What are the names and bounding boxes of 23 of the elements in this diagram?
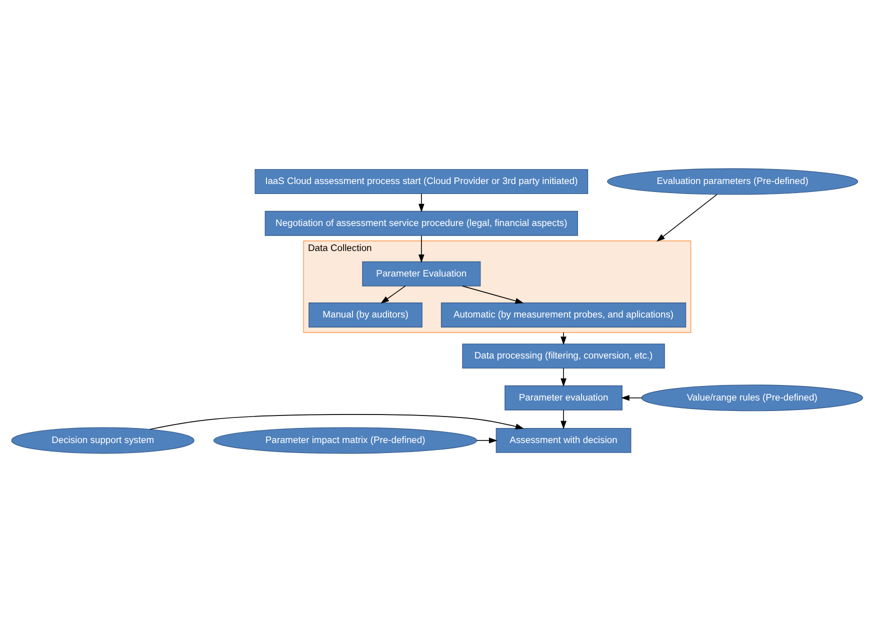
arrow: [476, 437, 498, 443]
arrow: [418, 192, 424, 212]
arrow: [380, 285, 406, 304]
arrow: [462, 285, 524, 304]
node-ellipse: Value/range rules (Pre-defined): [641, 384, 863, 411]
node-box: IaaS Cloud assessment process start (Cloud Provider or 3rd party initiated): [254, 168, 588, 194]
node-box: Manual (by auditors): [308, 302, 422, 327]
arrow: [560, 332, 566, 345]
node-box: Negotiation of assessment service procedure (legal, financial aspects): [264, 210, 578, 236]
node-ellipse: Parameter impact matrix (Pre-defined): [213, 426, 478, 454]
node-box: Data processing (filtering, conversion, etc.): [462, 343, 665, 368]
node-ellipse: Evaluation parameters (Pre-defined): [607, 168, 858, 194]
arrow: [560, 409, 566, 429]
arrow: [560, 367, 566, 386]
node-box: Parameter Evaluation: [362, 260, 481, 286]
node-box: Assessment with decision: [496, 427, 632, 452]
node-ellipse: Decision support system: [11, 426, 194, 454]
arrow: [656, 194, 718, 242]
arrow: [621, 394, 642, 400]
arrow: [149, 414, 524, 430]
node-box: Automatic (by measurement probes, and aplications): [440, 302, 686, 327]
node-box: Parameter evaluation: [504, 384, 622, 410]
arrow: [418, 234, 424, 262]
